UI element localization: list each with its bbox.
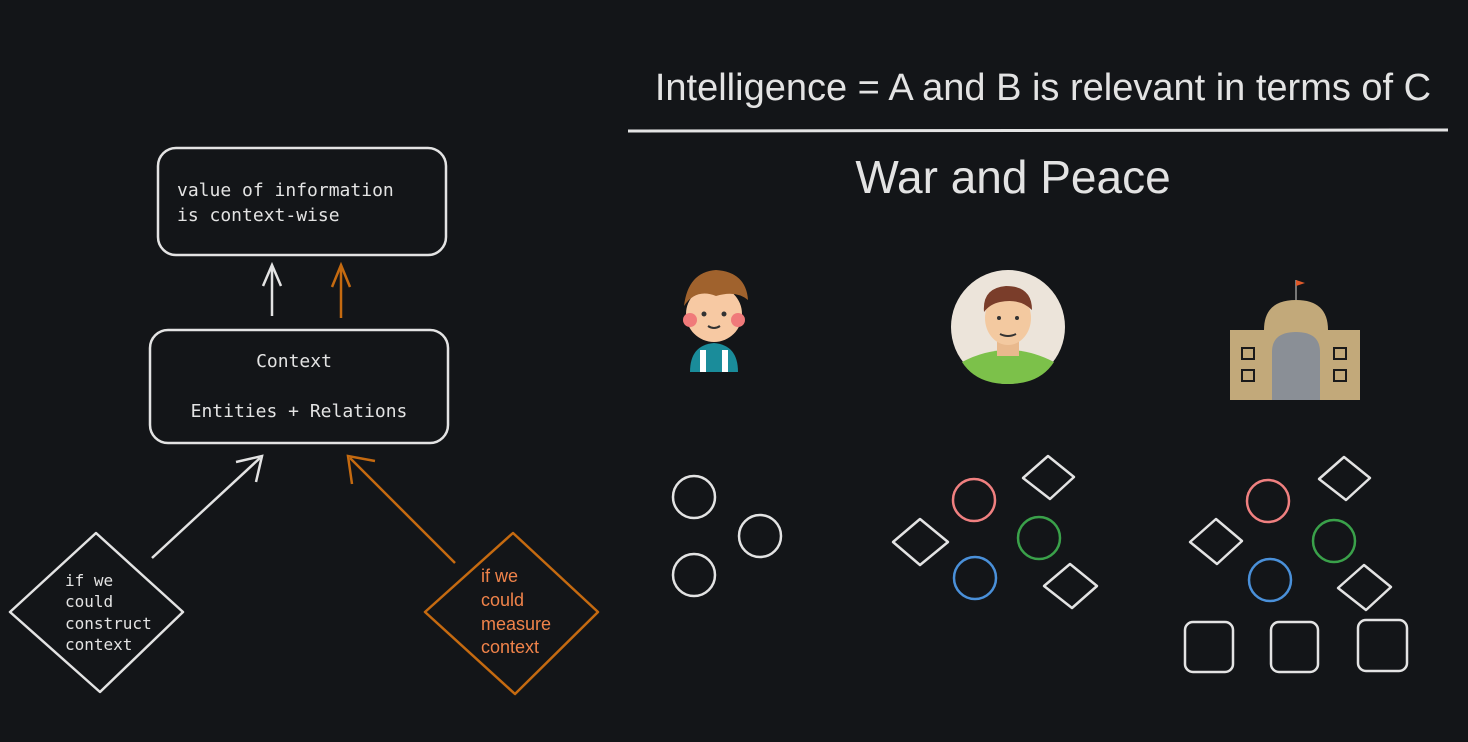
- construct-line-3: construct: [65, 614, 152, 633]
- measure-arrow: [346, 454, 456, 564]
- context-subtitle: Entities + Relations: [191, 401, 408, 422]
- entity-circle-blue: [952, 555, 998, 601]
- entity-circle: [737, 513, 783, 559]
- child-avatar-icon: [683, 270, 748, 372]
- relation-diamond: [1188, 517, 1244, 566]
- measure-line-4: context: [481, 637, 539, 657]
- construct-line-4: context: [65, 635, 132, 654]
- construct-arrow: [151, 454, 264, 559]
- construct-line-1: if we: [65, 571, 113, 590]
- book-title: War and Peace: [855, 151, 1170, 203]
- measure-line-3: measure: [481, 614, 551, 634]
- entity-circle-blue: [1247, 557, 1293, 603]
- adult-entity-group: [891, 454, 1099, 610]
- relation-diamond: [1042, 562, 1099, 610]
- up-arrow-white: [261, 261, 283, 316]
- entity-circle-green: [1311, 518, 1357, 564]
- measure-line-1: if we: [481, 566, 518, 586]
- entity-circle: [671, 552, 717, 598]
- child-entity-group: [671, 474, 783, 598]
- value-box-line-2: is context-wise: [177, 205, 340, 226]
- relation-diamond: [1021, 454, 1076, 501]
- institution-entity-group: [1183, 455, 1409, 674]
- context-square: [1269, 620, 1320, 674]
- relation-diamond: [1317, 455, 1372, 502]
- context-square: [1356, 618, 1409, 673]
- construct-context-diamond: if we could construct context: [8, 531, 185, 694]
- relation-diamond: [1336, 563, 1393, 612]
- construct-line-2: could: [65, 592, 113, 611]
- context-box: Context Entities + Relations: [148, 328, 450, 445]
- measure-context-diamond: if we could measure context: [423, 531, 600, 696]
- context-square: [1183, 620, 1235, 674]
- entity-circle-green: [1016, 515, 1062, 561]
- fraction-divider: [627, 128, 1449, 133]
- measure-line-2: could: [481, 590, 524, 610]
- entity-circle-red: [951, 477, 997, 523]
- entity-circle: [671, 474, 717, 520]
- context-title: Context: [256, 351, 332, 372]
- relation-diamond: [891, 517, 950, 567]
- adult-avatar-icon: [951, 270, 1065, 384]
- entity-circle-red: [1245, 478, 1291, 524]
- up-arrow-orange: [330, 261, 352, 318]
- value-box-line-1: value of information: [177, 180, 394, 201]
- value-of-information-box: value of information is context-wise: [156, 146, 448, 257]
- institution-building-icon: [1230, 280, 1360, 400]
- formula-heading: Intelligence = A and B is relevant in te…: [655, 67, 1431, 109]
